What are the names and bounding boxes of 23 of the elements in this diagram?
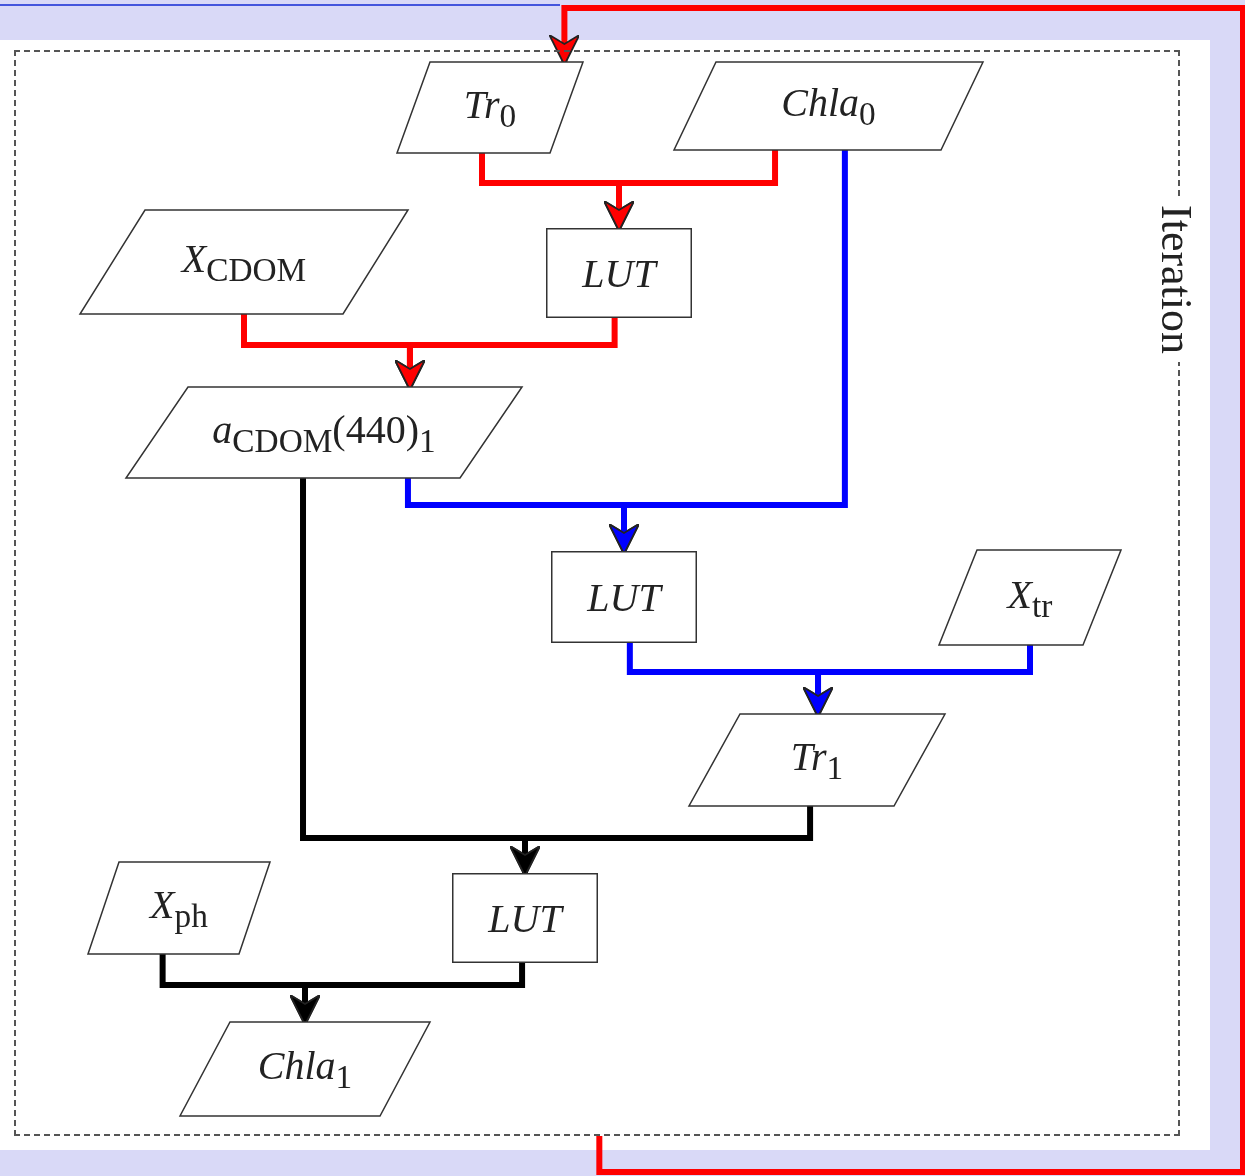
data-parallelogram [88, 862, 270, 954]
arrow [548, 5, 1245, 1175]
data-parallelogram [180, 1022, 430, 1116]
process-label: LUT [488, 894, 562, 942]
process-box [452, 873, 598, 963]
data-parallelogram [126, 387, 522, 478]
variable-label: X$_{tr}$ [1007, 570, 1053, 625]
variable-label: X$_{ph}$ [150, 881, 208, 935]
variable-label: a$_{CDOM}$(440)$_{1}$ [212, 405, 436, 460]
process-box [546, 228, 692, 318]
data-parallelogram [397, 62, 583, 153]
process-label: LUT [587, 573, 661, 621]
data-parallelogram [689, 714, 945, 806]
data-parallelogram [80, 210, 408, 314]
variable-label: Tr$_{0}$ [463, 80, 517, 135]
variable-label: Chla$_{0}$ [781, 79, 876, 133]
process-box [551, 551, 697, 643]
variable-label: Tr$_{1}$ [790, 733, 844, 787]
data-parallelogram [939, 550, 1121, 645]
variable-label: Chla$_{1}$ [257, 1042, 353, 1096]
data-parallelogram [674, 62, 983, 150]
variable-label: X$_{CDOM}$ [181, 235, 307, 289]
process-label: LUT [582, 249, 656, 297]
